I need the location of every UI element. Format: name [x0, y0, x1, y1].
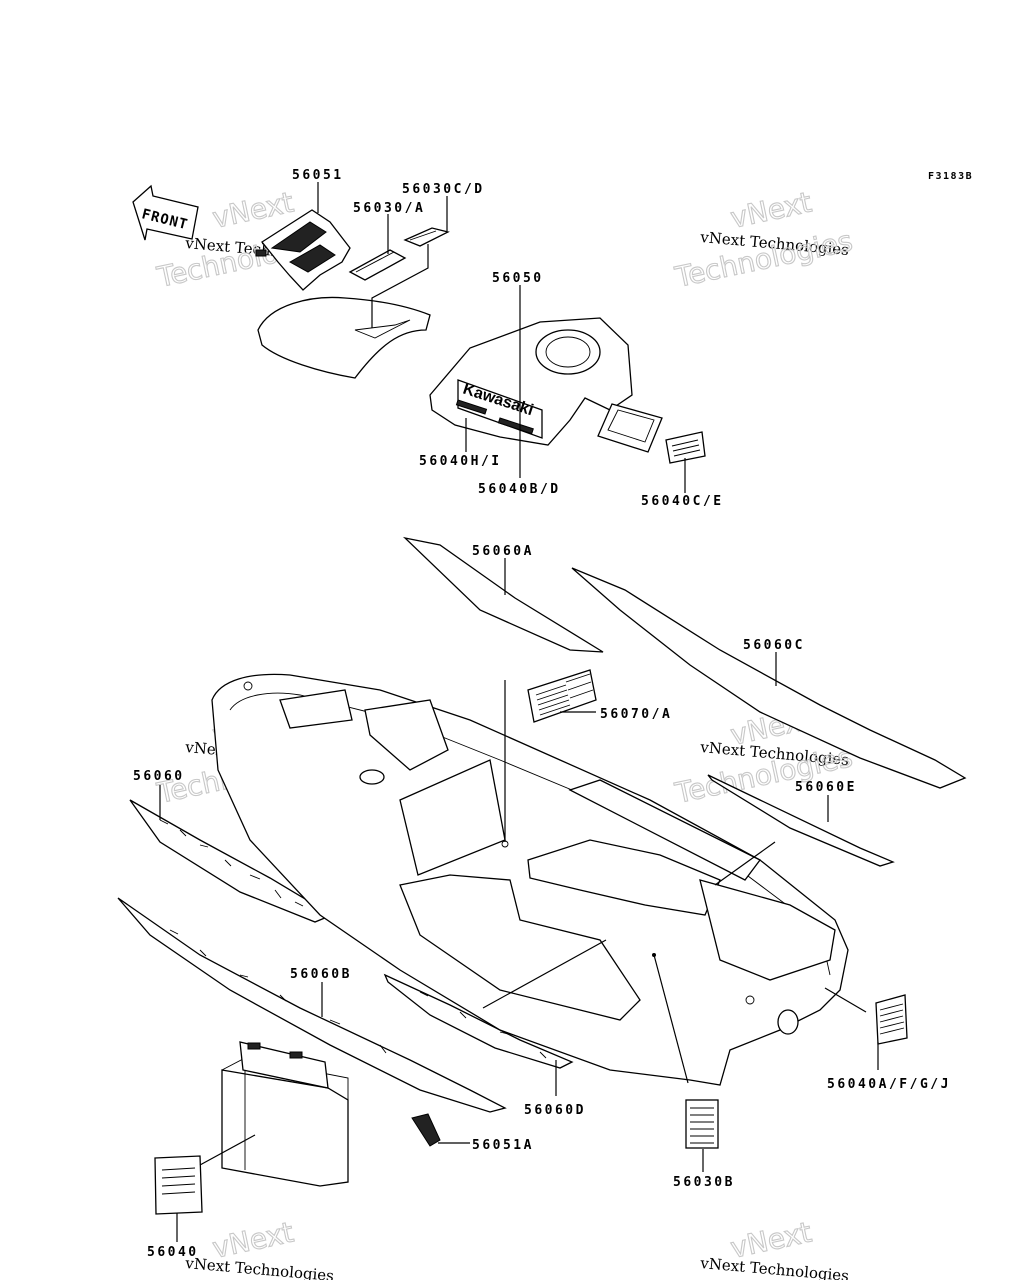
svg-text:vNext Technologies: vNext Technologies	[699, 1254, 850, 1280]
part-label-56030A[interactable]: 56030/A	[353, 201, 425, 216]
part-label-56030CD[interactable]: 56030C/D	[402, 182, 485, 197]
svg-text:vNext: vNext	[728, 186, 815, 235]
part-label-56040AFGJ[interactable]: 56040A/F/G/J	[827, 1077, 951, 1092]
part-label-56040CE[interactable]: 56040C/E	[641, 494, 724, 509]
stripe-56060E	[707, 774, 895, 867]
stripe-56060	[129, 799, 334, 923]
part-label-56060D[interactable]: 56060D	[524, 1103, 586, 1118]
front-arrow-icon: FRONT	[132, 184, 199, 241]
label-56030B	[685, 1099, 719, 1149]
stripe-56060A	[402, 536, 604, 653]
part-label-56040BD[interactable]: 56040B/D	[478, 482, 561, 497]
part-label-56040[interactable]: 56040	[147, 1245, 199, 1260]
part-label-56060C[interactable]: 56060C	[743, 638, 805, 653]
battery	[221, 1041, 349, 1187]
part-label-56070A[interactable]: 56070/A	[600, 707, 672, 722]
part-label-56030B[interactable]: 56030B	[673, 1175, 735, 1190]
part-labels: 56051 56030C/D 56030/A 56050 56040H/I 56…	[133, 168, 951, 1260]
part-label-56050[interactable]: 56050	[492, 271, 544, 286]
svg-text:vNext Technologies: vNext Technologies	[184, 1254, 335, 1280]
rear-seat-cover	[257, 296, 431, 379]
watercraft-hull	[211, 673, 849, 1086]
seat-trim-56030CD	[403, 227, 450, 247]
seat-bracket-56051	[255, 209, 351, 291]
seat-decal-56030A	[348, 249, 407, 281]
watermark-top-right: vNext vNext Technologies Technologies	[671, 185, 856, 295]
part-label-56040HI[interactable]: 56040H/I	[419, 454, 502, 469]
figure-code: F3183B	[928, 171, 973, 182]
rear-label-56040AFGJ	[875, 994, 908, 1045]
engine-hood-56050: Kawasaki	[429, 317, 633, 446]
part-label-56051A[interactable]: 56051A	[472, 1138, 534, 1153]
hood-vent-cover	[597, 403, 663, 453]
hood-warning-label-56040CE	[665, 431, 706, 464]
svg-text:vNext: vNext	[210, 186, 297, 235]
part-label-56060A[interactable]: 56060A	[472, 544, 534, 559]
leader-lines	[159, 182, 879, 1242]
stripe-56060D	[383, 973, 574, 1069]
small-decal-56051A	[411, 1113, 441, 1147]
vent-label-56070A	[527, 669, 597, 723]
battery-label-56040	[154, 1155, 203, 1215]
part-label-56060E[interactable]: 56060E	[795, 780, 857, 795]
part-label-56060B[interactable]: 56060B	[290, 967, 352, 982]
watermark-bottom-right: vNext vNext Technologies	[699, 1215, 850, 1280]
part-label-56060[interactable]: 56060	[133, 769, 185, 784]
stripe-56060B	[117, 897, 507, 1113]
part-label-56051[interactable]: 56051	[292, 168, 344, 183]
watermark-bottom-left: vNext vNext Technologies	[184, 1215, 335, 1280]
stripe-56060C	[571, 567, 967, 789]
